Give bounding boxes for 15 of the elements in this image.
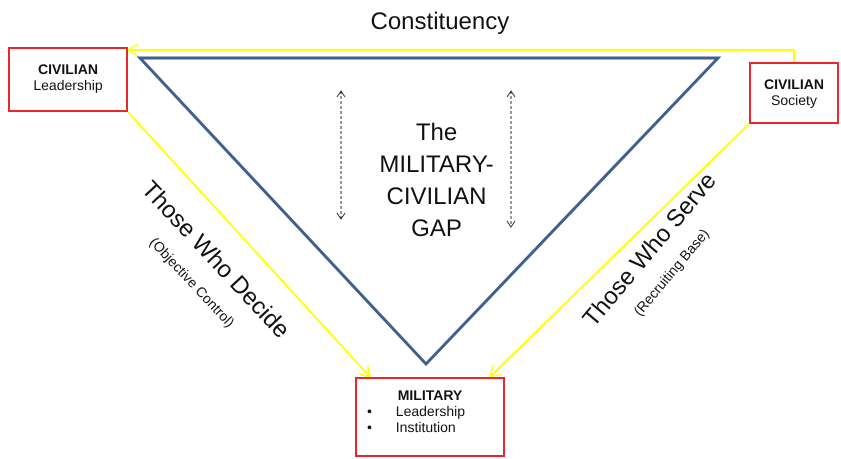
node-text: Leadership [32, 77, 104, 93]
node-heading: MILITARY [396, 387, 464, 403]
bullet-item: • Institution [367, 419, 457, 435]
edge-label: Constituency [370, 8, 510, 36]
node-heading: CIVILIAN [763, 76, 825, 92]
arrow [127, 111, 371, 378]
triangle-title: The MILITARY-CIVILIAN GAP [378, 118, 495, 244]
node-text: Society [770, 92, 818, 108]
node-box [749, 62, 839, 124]
bullet-item: • Leadership [367, 403, 466, 419]
node-box [355, 377, 505, 457]
node-box [8, 47, 128, 112]
node-heading: CIVILIAN [37, 61, 99, 77]
arrow [489, 123, 750, 378]
arrow [127, 43, 795, 62]
